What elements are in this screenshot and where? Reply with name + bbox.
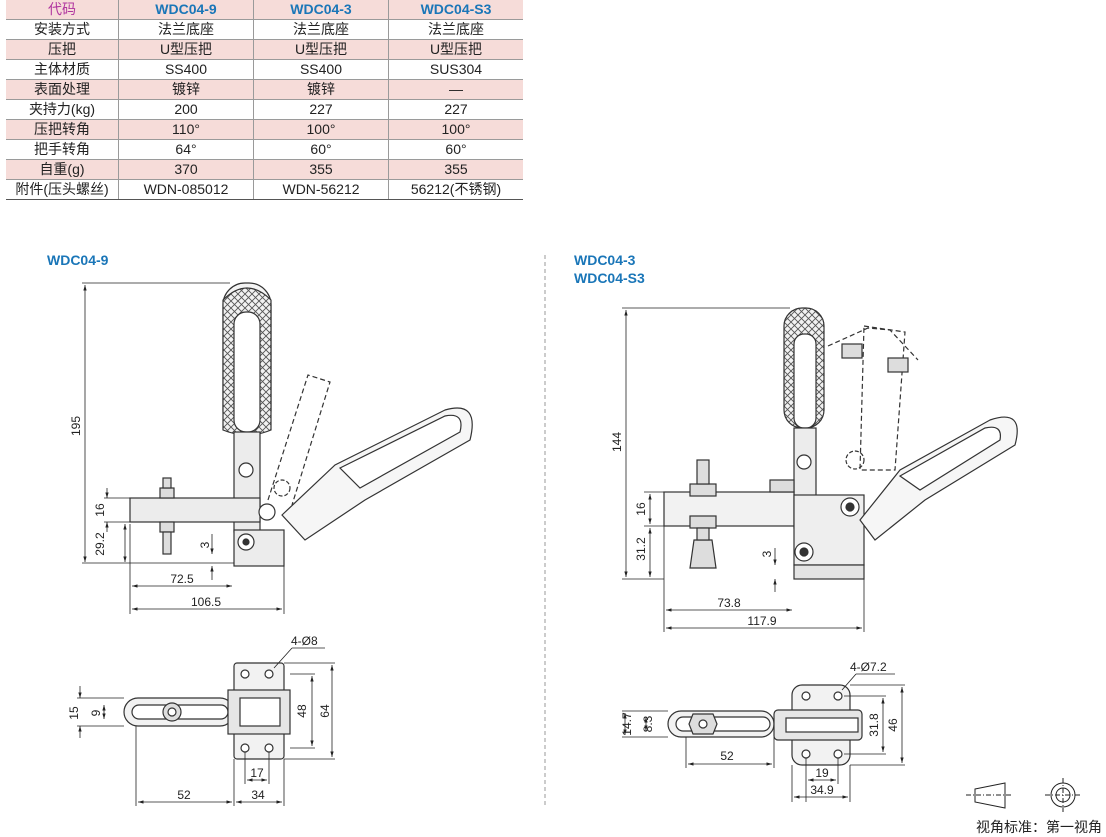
cone-icon [974,782,1006,809]
cell: 64° [118,139,254,160]
spec-table: 代码 WDC04-9 WDC04-3 WDC04-S3 安装方式法兰底座法兰底座… [6,0,523,200]
cell: 镀锌 [253,79,389,100]
cell: 227 [253,99,389,120]
cell: 镀锌 [118,79,254,100]
right-dim-3: 3 [760,550,774,557]
left-side-view [129,282,473,567]
cell: 355 [388,159,523,180]
left-title: WDC04-9 [47,252,109,268]
cell: 法兰底座 [253,19,389,40]
right-dim-73: 73.8 [717,596,741,610]
cell: SS400 [118,59,254,80]
right-top-dimensions [622,673,905,802]
projection-symbol [966,778,1081,812]
cell: 227 [388,99,523,120]
left-dimensions [82,282,285,614]
header-model: WDC04-S3 [388,0,523,20]
cell: WDN-56212 [253,179,389,200]
right-dim-34: 34.9 [810,783,834,797]
row-label: 自重(g) [6,159,119,180]
row-label: 主体材质 [6,59,119,80]
right-title-2: WDC04-S3 [574,270,645,286]
right-side-view [663,307,1018,580]
left-dim-3: 3 [198,541,212,548]
left-dim-9: 9 [89,709,103,716]
right-dim-19: 19 [815,766,829,780]
cell: 100° [253,119,389,140]
cell: 200 [118,99,254,120]
header-model: WDC04-3 [253,0,389,20]
cell: 110° [118,119,254,140]
cell: 法兰底座 [118,19,254,40]
row-label: 把手转角 [6,139,119,160]
cell: U型压把 [118,39,254,60]
cell: 355 [253,159,389,180]
cell: 56212(不锈钢) [388,179,523,200]
cell: — [388,79,523,100]
projection-label: 视角标准：第一视角 [976,819,1102,835]
row-label: 表面处理 [6,79,119,100]
cell: SUS304 [388,59,523,80]
right-top-view [667,684,863,766]
cell: 60° [388,139,523,160]
left-dim-15: 15 [67,706,81,720]
cell: U型压把 [388,39,523,60]
row-label: 附件(压头螺丝) [6,179,119,200]
row-label: 压把 [6,39,119,60]
left-dim-16: 16 [93,503,107,517]
right-dim-31b: 31.8 [867,713,881,737]
right-dimensions [622,307,865,632]
right-dim-holes: 4-Ø7.2 [850,660,887,674]
left-top-view [123,662,291,760]
right-dim-8: 8.3 [641,715,655,732]
header-model: WDC04-9 [118,0,254,20]
right-dim-14: 14.7 [620,712,634,736]
cell: 法兰底座 [388,19,523,40]
cell: SS400 [253,59,389,80]
right-dim-31: 31.2 [634,537,648,561]
cell: 370 [118,159,254,180]
cell: 100° [388,119,523,140]
right-dim-117: 117.9 [747,614,776,628]
left-dim-72: 72.5 [170,572,194,586]
left-dim-48: 48 [295,704,309,718]
left-dim-17: 17 [250,766,264,780]
right-dim-52: 52 [720,749,734,763]
left-dim-34: 34 [251,788,265,802]
right-dim-46: 46 [886,718,900,732]
cell: 60° [253,139,389,160]
left-dim-52: 52 [177,788,191,802]
right-dim-144: 144 [610,432,624,452]
left-dim-195: 195 [69,416,83,436]
row-label: 压把转角 [6,119,119,140]
header-code: 代码 [6,0,119,20]
left-dim-64: 64 [318,704,332,718]
cell: U型压把 [253,39,389,60]
left-top-dimensions [77,647,335,806]
left-dim-29: 29.2 [93,532,107,556]
circles-icon [1045,778,1081,812]
left-dim-holes: 4-Ø8 [291,634,318,648]
right-dim-16: 16 [634,502,648,516]
row-label: 安装方式 [6,19,119,40]
row-label: 夹持力(kg) [6,99,119,120]
right-title-1: WDC04-3 [574,252,636,268]
left-dim-106: 106.5 [191,595,221,609]
cell: WDN-085012 [118,179,254,200]
